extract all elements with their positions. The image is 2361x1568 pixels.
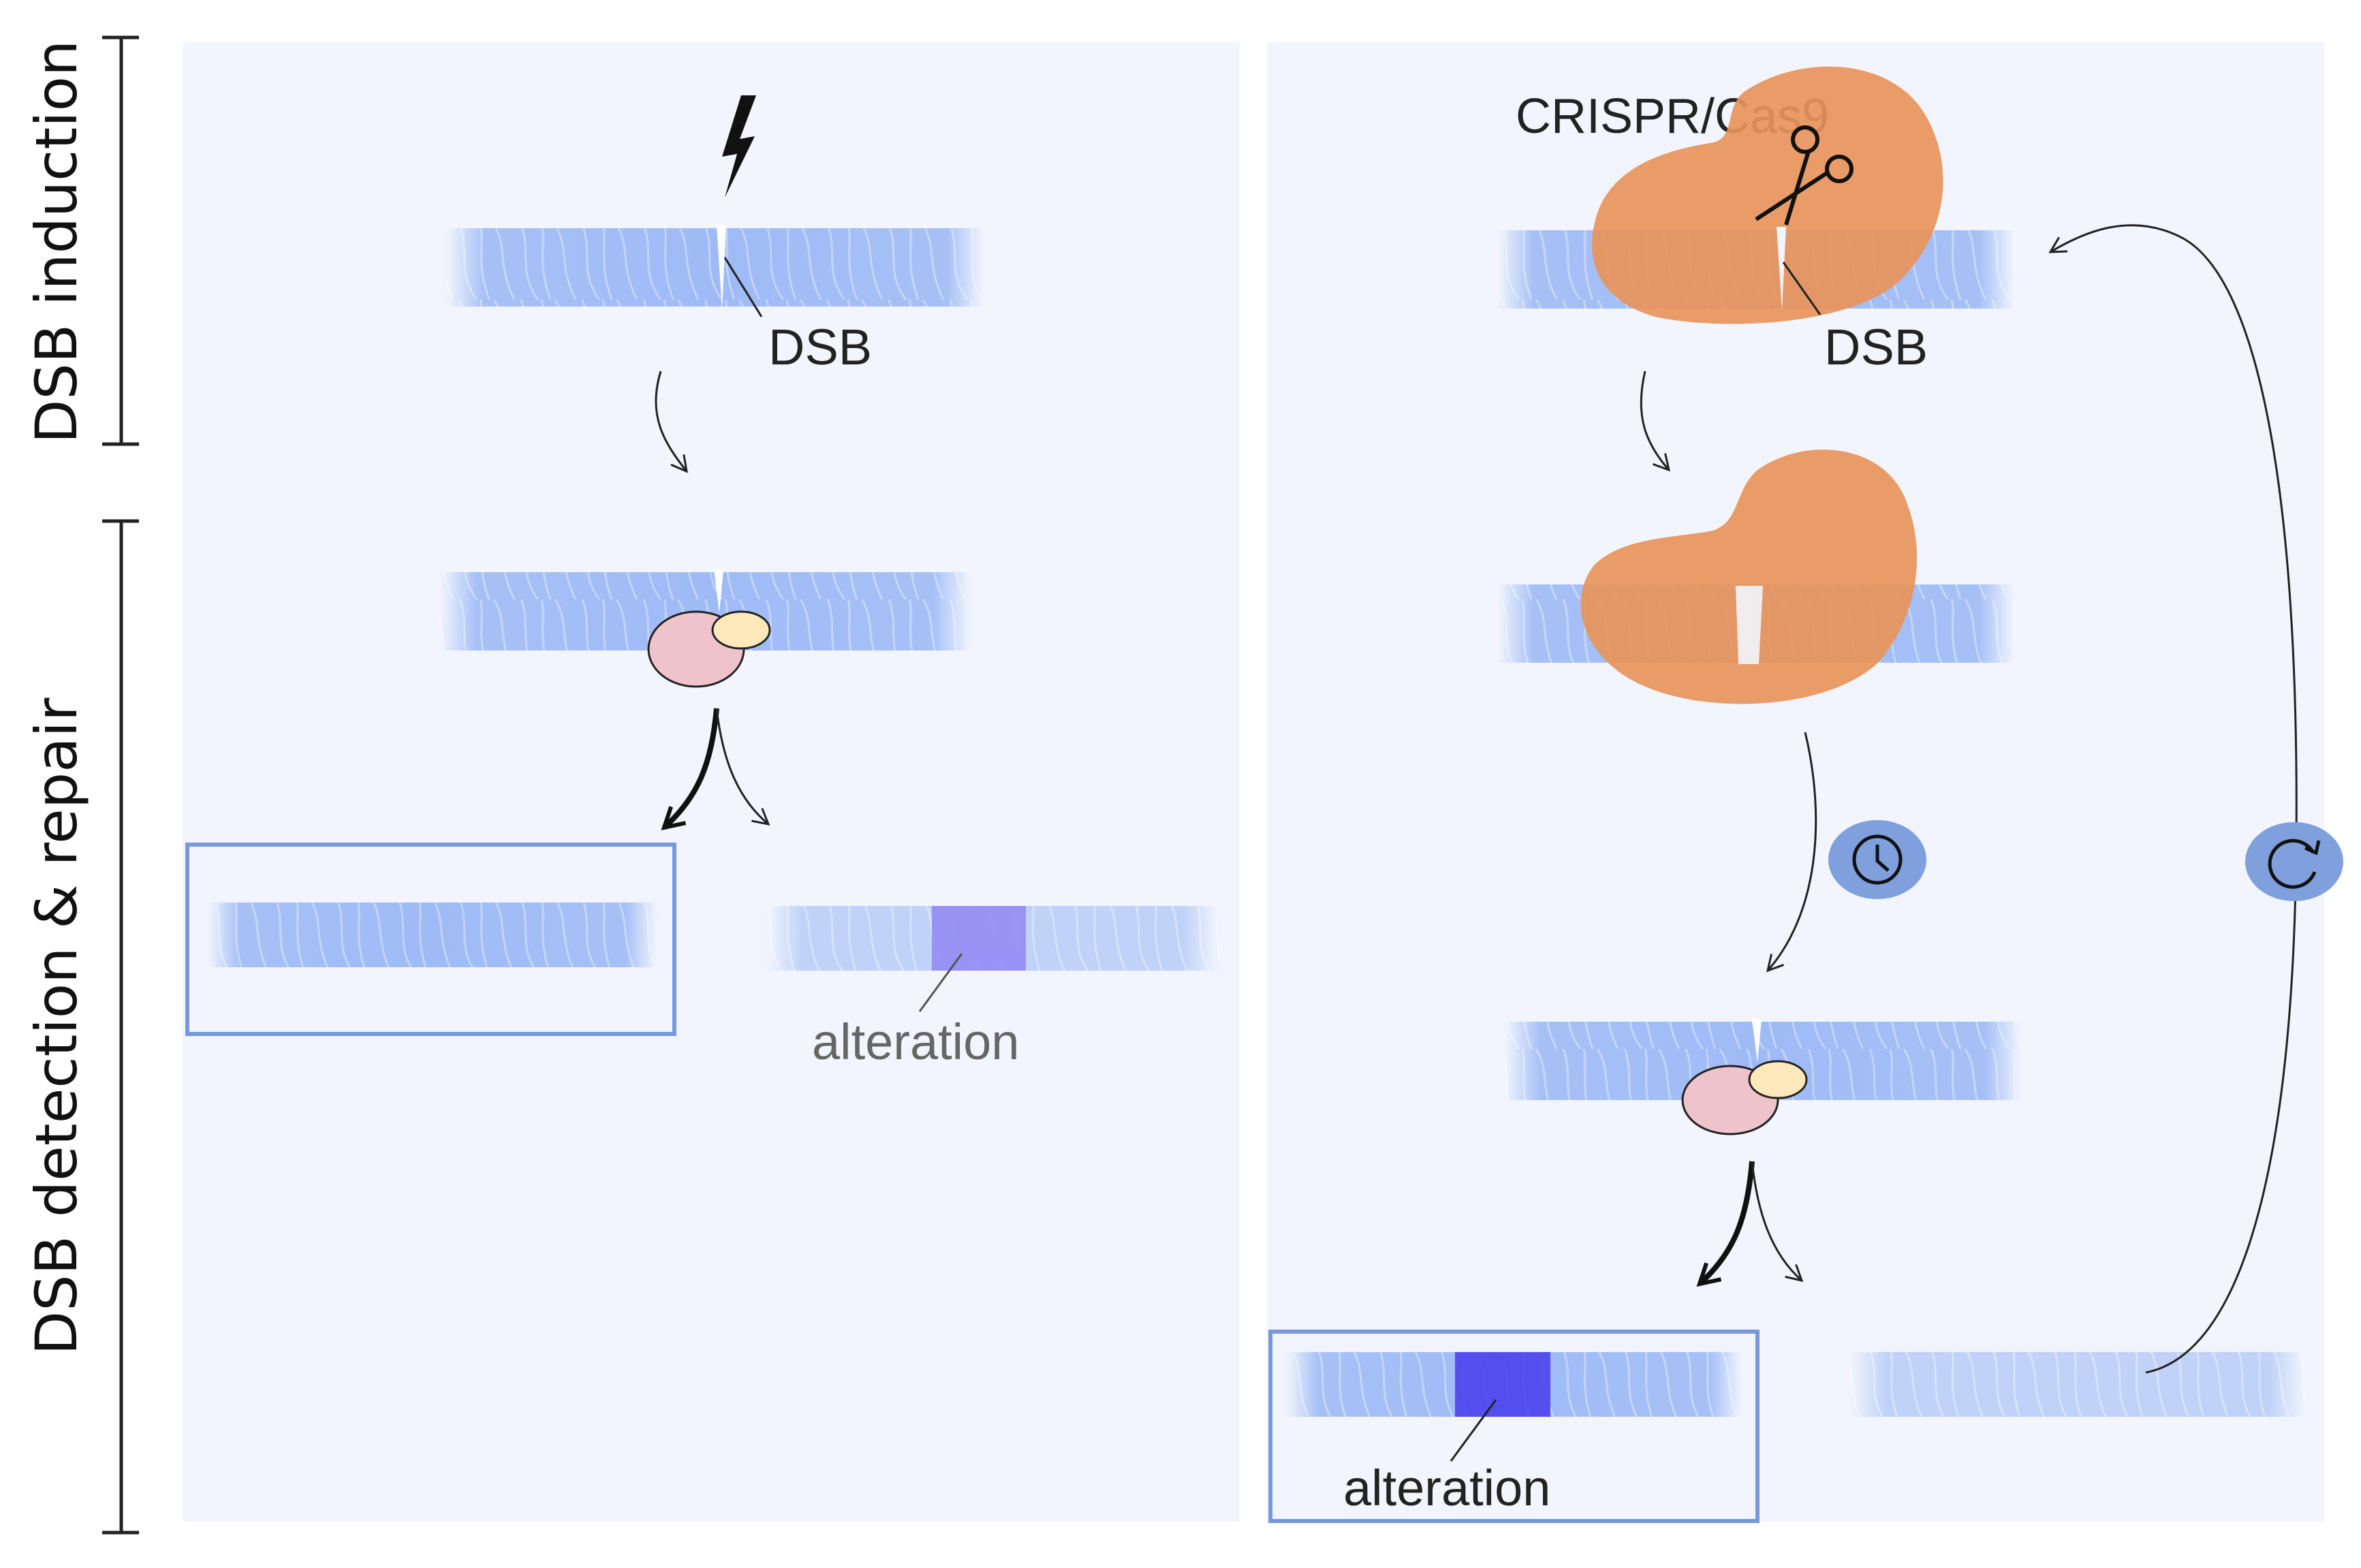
scissors-icon bbox=[1755, 125, 1854, 225]
repair-bracket bbox=[102, 519, 139, 1535]
dsb-gap-cut bbox=[1736, 586, 1763, 664]
arrow-down bbox=[655, 371, 688, 473]
repair-protein-small-right bbox=[1748, 1060, 1808, 1099]
clock-icon bbox=[1828, 820, 1926, 899]
arrow-down-right bbox=[1640, 371, 1671, 472]
alteration-label: alteration bbox=[812, 1014, 1019, 1070]
arrow-recut-cycle bbox=[2048, 224, 2298, 1374]
dna-strand-intact bbox=[208, 903, 657, 967]
arrow-delay bbox=[1766, 732, 1817, 973]
arrow-minor-pathway bbox=[715, 708, 770, 826]
alteration-pointer bbox=[918, 953, 963, 1012]
alteration-label-right: alteration bbox=[1343, 1460, 1550, 1516]
dsb-pointer bbox=[723, 257, 763, 317]
repair-protein-small bbox=[711, 610, 771, 650]
induction-bracket bbox=[102, 35, 139, 446]
alteration-mark bbox=[932, 906, 1026, 971]
alteration-pointer-right bbox=[1450, 1399, 1497, 1462]
correct-repair-box bbox=[185, 843, 676, 1036]
lightning-icon bbox=[722, 95, 756, 198]
cas9-protein-bound bbox=[1580, 450, 1918, 704]
arrow-minor-pathway-right bbox=[1751, 1161, 1804, 1283]
alteration-mark-right bbox=[1455, 1352, 1550, 1417]
dna-strand-altered-right bbox=[1286, 1352, 1742, 1417]
dsb-label-right: DSB bbox=[1824, 319, 1928, 375]
altered-repair-box bbox=[1268, 1330, 1760, 1523]
arrow-major-pathway bbox=[661, 708, 719, 831]
dsb-label: DSB bbox=[768, 319, 872, 375]
dna-strand-broken bbox=[446, 225, 984, 310]
dna-strand-altered bbox=[766, 906, 1219, 971]
dsb-pointer-right bbox=[1782, 262, 1821, 315]
arrow-major-pathway-right bbox=[1696, 1161, 1755, 1287]
repair-label: DSB detection & repair bbox=[23, 697, 90, 1355]
dna-strand-intact-right bbox=[1849, 1352, 2306, 1417]
dsb-gap bbox=[1777, 227, 1786, 310]
cycle-icon bbox=[2245, 822, 2343, 901]
cas9-protein bbox=[1591, 66, 1943, 324]
induction-label: DSB induction bbox=[23, 40, 90, 444]
